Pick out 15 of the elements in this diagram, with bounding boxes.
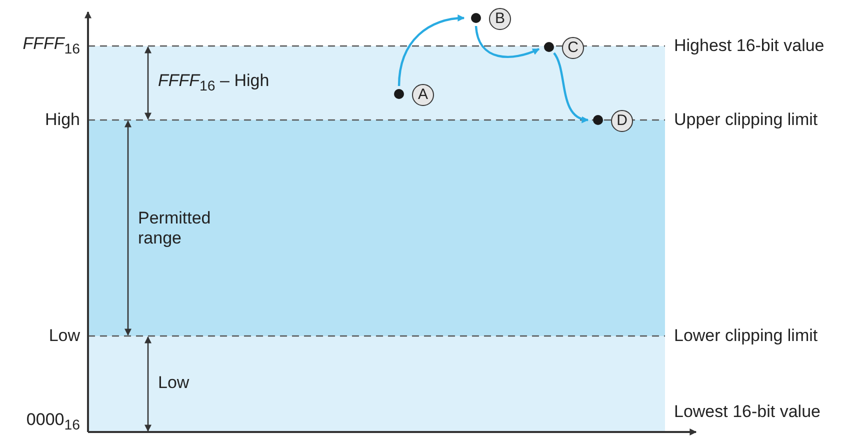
point-label: B bbox=[489, 8, 511, 30]
point-label: C bbox=[562, 37, 584, 59]
line-label: Lower clipping limit bbox=[674, 326, 818, 346]
axis-value-label: Low bbox=[48, 326, 80, 346]
line-label: Upper clipping limit bbox=[674, 110, 818, 130]
axis-value-label: 0000$_{16}$ bbox=[26, 410, 80, 434]
axis-value-label: High bbox=[45, 110, 80, 130]
dimension-label: Permitted range bbox=[138, 208, 212, 248]
arrow bbox=[474, 26, 540, 58]
arrow bbox=[398, 14, 465, 86]
dimension-label: Low bbox=[158, 373, 190, 393]
axis-value-label: FFFF$_{16}$ bbox=[22, 34, 80, 58]
line-label: Highest 16-bit value bbox=[674, 36, 824, 56]
dimension-label: FFFF$_{16}$ – High bbox=[158, 71, 270, 95]
arrow bbox=[553, 52, 589, 122]
